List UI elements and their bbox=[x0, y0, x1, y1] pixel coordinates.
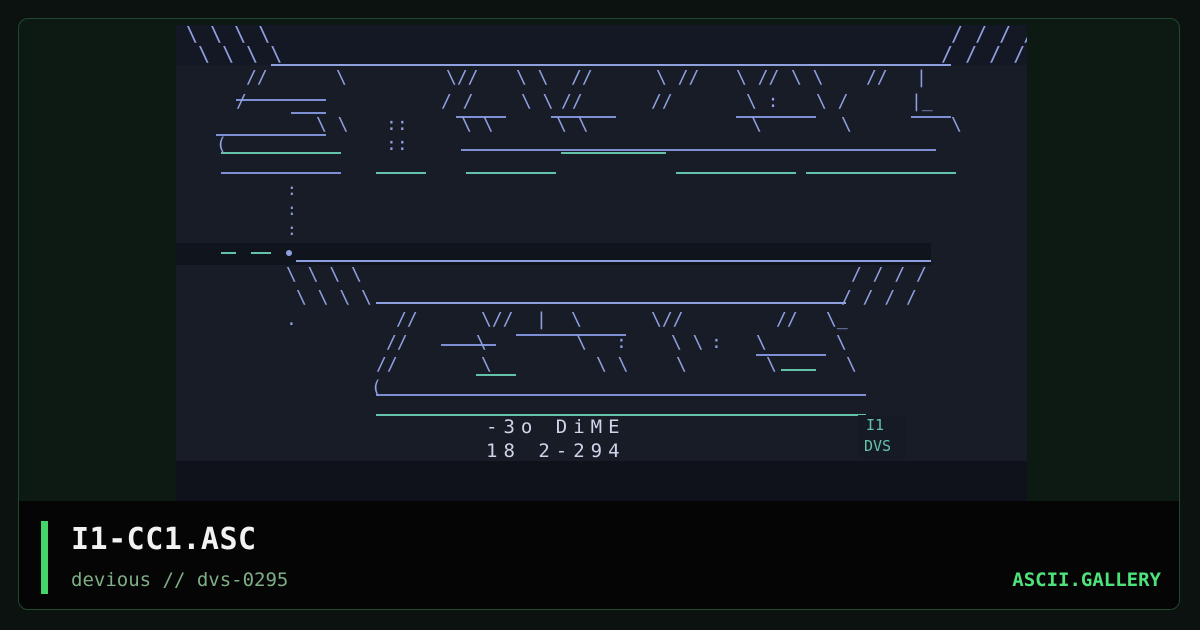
artwork-info-footer: I1-CC1.ASC devious // dvs-0295 ASCII.GAL… bbox=[19, 501, 1179, 609]
svg-text:\ \: \ \ bbox=[791, 67, 824, 88]
svg-text:|: | bbox=[916, 67, 927, 88]
svg-text:\: \ bbox=[756, 332, 767, 353]
site-brand-link[interactable]: ASCII.GALLERY bbox=[1012, 569, 1161, 591]
svg-text:\ \: \ \ bbox=[521, 91, 554, 112]
svg-text:\ \ \ \: \ \ \ \ bbox=[186, 25, 270, 46]
accent-bar bbox=[41, 521, 48, 594]
svg-text:\ //: \ // bbox=[736, 67, 779, 88]
svg-text:\: \ bbox=[481, 354, 492, 375]
svg-text:\ \ \ \: \ \ \ \ bbox=[286, 264, 362, 285]
artwork-filename: I1-CC1.ASC bbox=[71, 522, 257, 557]
svg-text:\: \ bbox=[951, 114, 962, 135]
svg-text:\ \: \ \ bbox=[671, 332, 704, 353]
svg-text://: // bbox=[561, 91, 583, 112]
svg-text:\ \ \ \: \ \ \ \ bbox=[296, 287, 372, 308]
svg-text:\_: \_ bbox=[826, 309, 848, 330]
svg-text::: : bbox=[287, 200, 297, 219]
svg-text:/ /: / / bbox=[441, 91, 474, 112]
svg-text:::: :: bbox=[386, 134, 408, 155]
svg-text:\: \ bbox=[836, 332, 847, 353]
artwork-artist-group[interactable]: devious // dvs-0295 bbox=[71, 569, 289, 591]
svg-text:::: :: bbox=[386, 114, 408, 135]
svg-text://: // bbox=[246, 67, 268, 88]
ascii-art-image: \ \ \ \ \ \ \ \ / / / / / / / / bbox=[176, 25, 1027, 501]
svg-text://: // bbox=[396, 309, 418, 330]
svg-text:\: \ bbox=[841, 114, 852, 135]
preview-tag-line2: DVS bbox=[864, 437, 891, 455]
svg-text://: // bbox=[386, 332, 408, 353]
svg-text:.: . bbox=[286, 309, 297, 330]
svg-text:\: \ bbox=[336, 67, 347, 88]
svg-text:/ / / /: / / / / bbox=[941, 42, 1025, 66]
preview-tag-line1: I1 bbox=[866, 416, 884, 434]
svg-text:/ / / /: / / / / bbox=[851, 264, 927, 285]
svg-text://: // bbox=[651, 91, 673, 112]
svg-text:\: \ bbox=[846, 354, 857, 375]
svg-text:(: ( bbox=[216, 134, 227, 155]
svg-text::: : bbox=[711, 332, 722, 353]
svg-text:\//: \// bbox=[446, 67, 479, 88]
svg-text:\ /: \ / bbox=[816, 91, 849, 112]
svg-text::: : bbox=[287, 220, 297, 239]
svg-text://: // bbox=[376, 354, 398, 375]
svg-text:/: / bbox=[236, 91, 247, 112]
svg-text:\: \ bbox=[751, 114, 762, 135]
svg-text://: // bbox=[776, 309, 798, 330]
preview-caption-line1: -3o DiME bbox=[486, 416, 626, 438]
svg-text:\ \: \ \ bbox=[596, 354, 629, 375]
svg-text:\ //: \ // bbox=[656, 67, 699, 88]
svg-text:\ \ \ \: \ \ \ \ bbox=[198, 42, 282, 66]
svg-text:\//: \// bbox=[651, 309, 684, 330]
ascii-art-preview[interactable]: \ \ \ \ \ \ \ \ / / / / / / / / bbox=[176, 25, 1027, 501]
svg-text:\ \: \ \ bbox=[461, 114, 494, 135]
svg-text:\: \ bbox=[476, 332, 487, 353]
svg-text:|: | bbox=[536, 309, 547, 330]
svg-text:\: \ bbox=[676, 354, 687, 375]
svg-text::: : bbox=[287, 180, 297, 199]
svg-text:(: ( bbox=[371, 377, 382, 398]
art-card: \ \ \ \ \ \ \ \ / / / / / / / / bbox=[18, 18, 1180, 610]
svg-text:|_: |_ bbox=[911, 91, 933, 112]
svg-text:\ \: \ \ bbox=[556, 114, 589, 135]
svg-text:\: \ bbox=[766, 354, 777, 375]
svg-text::: : bbox=[616, 332, 627, 353]
svg-text:\//: \// bbox=[481, 309, 514, 330]
svg-text:\ \: \ \ bbox=[316, 114, 349, 135]
svg-text://: // bbox=[571, 67, 593, 88]
svg-text:\ \: \ \ bbox=[516, 67, 549, 88]
svg-text://: // bbox=[866, 67, 888, 88]
svg-text:\ :: \ : bbox=[746, 91, 779, 112]
preview-caption-line2: 18 2-294 bbox=[486, 440, 626, 462]
svg-text:\: \ bbox=[571, 309, 582, 330]
svg-text:\: \ bbox=[576, 332, 587, 353]
svg-text:/ / / /: / / / / bbox=[951, 25, 1027, 46]
svg-text:/ / / /: / / / / bbox=[841, 287, 917, 308]
